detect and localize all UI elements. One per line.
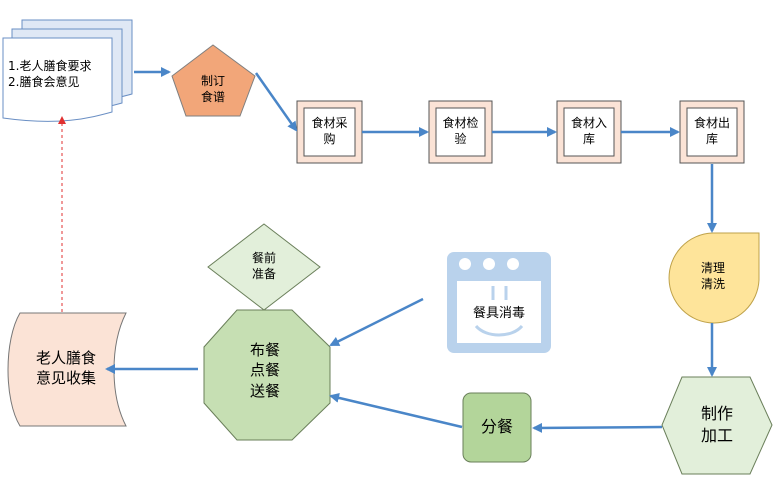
- make-menu-pentagon: [171, 44, 256, 117]
- arrow-cook-to-portion: [532, 422, 663, 433]
- inspect-label: 食材检 验: [442, 116, 479, 147]
- serve-octagon: [203, 309, 331, 441]
- portion-label: 分餐: [480, 417, 513, 436]
- arrow-menu-to-purchase: [254, 72, 298, 132]
- portion-box: [462, 392, 532, 463]
- cook-label: 制作 加工: [700, 404, 733, 445]
- arrow-portion-to-serve: [329, 392, 463, 429]
- requirements-document-shape: [2, 19, 133, 122]
- feedback-label: 老人膳食 意见收集: [35, 349, 96, 388]
- clean-wash-shape: [668, 232, 760, 324]
- requirements-doc-label: 1.老人膳食要求 2.膳食会意见: [8, 59, 92, 90]
- purchase-label: 食材采 购: [311, 116, 348, 147]
- stock-in-box: [556, 100, 622, 164]
- cook-hexagon: [661, 376, 773, 475]
- make-menu-label: 制订 食谱: [200, 74, 225, 105]
- stock-out-label: 食材出 库: [693, 116, 730, 147]
- pre-meal-label: 餐前 准备: [251, 251, 276, 282]
- stock-in-label: 食材入 库: [570, 116, 607, 147]
- purchase-box: [296, 100, 363, 164]
- arrow-disinfect-to-serve: [329, 297, 424, 347]
- oven-icon: [447, 252, 551, 353]
- feedback-shape: [7, 312, 127, 427]
- stock-out-box: [679, 100, 745, 164]
- disinfect-label: 餐具消毒: [472, 306, 525, 321]
- clean-wash-label: 清理 清洗: [700, 261, 725, 292]
- serve-label: 布餐 点餐 送餐: [249, 341, 280, 400]
